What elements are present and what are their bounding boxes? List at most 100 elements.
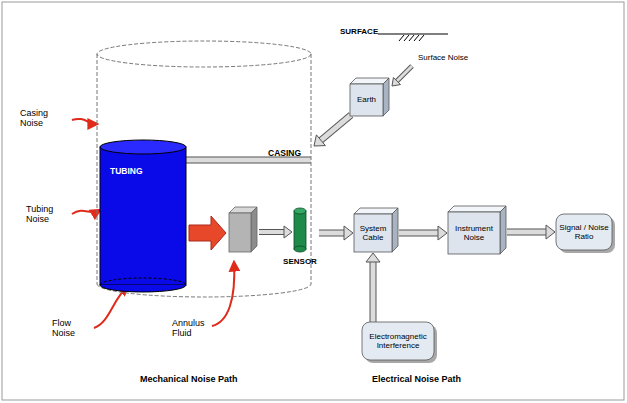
hatch-stroke bbox=[404, 35, 409, 41]
flow-noise-label-slot: Flow Noise bbox=[52, 318, 92, 339]
sensor-top bbox=[294, 208, 306, 214]
signal-arrow bbox=[314, 115, 351, 146]
surface-label: SURFACE bbox=[340, 27, 378, 36]
process-label: Signal / Noise Ratio bbox=[559, 223, 609, 241]
hatch-stroke bbox=[399, 35, 404, 41]
casing-wall bbox=[97, 54, 98, 284]
part-name: TUBING bbox=[110, 167, 143, 177]
casing-wall bbox=[311, 54, 312, 284]
illustration-arrows bbox=[259, 66, 412, 238]
surface-noise-label: Surface Noise bbox=[418, 53, 468, 62]
fluid-box bbox=[229, 213, 251, 252]
casing-bottom bbox=[97, 284, 311, 297]
connector-outline bbox=[399, 230, 439, 237]
arrow-head bbox=[392, 78, 400, 86]
flow-block-arrow bbox=[189, 216, 226, 250]
box-side-face bbox=[392, 208, 398, 252]
process-label: Earth bbox=[357, 95, 376, 104]
connector-bar bbox=[186, 160, 311, 161]
process-label: System Cable bbox=[357, 224, 389, 242]
part-name: SENSOR bbox=[283, 257, 317, 266]
earth-box: Earth bbox=[350, 84, 383, 116]
flow-noise-leader bbox=[94, 286, 128, 328]
connector-body bbox=[399, 231, 439, 236]
box-top-face bbox=[354, 208, 398, 214]
connector-body bbox=[396, 66, 412, 82]
tubing-noise-label-slot: Tubing Noise bbox=[26, 204, 70, 225]
ground-hatching bbox=[399, 35, 424, 41]
tubing-noise-label: Tubing Noise bbox=[26, 204, 70, 225]
casing-top bbox=[97, 41, 311, 67]
signal-arrow bbox=[507, 225, 555, 239]
arrow-head bbox=[314, 135, 325, 146]
sensor-bottom bbox=[294, 246, 306, 252]
surface-line bbox=[378, 33, 448, 34]
sensor-body bbox=[294, 211, 306, 249]
arrow-head bbox=[284, 226, 292, 238]
annulus-fluid-label-slot: Annulus Fluid bbox=[172, 318, 214, 339]
arrow-head bbox=[366, 253, 380, 262]
annulus-fluid-leader bbox=[212, 262, 234, 326]
connector-outline bbox=[320, 115, 351, 141]
connector-outline bbox=[507, 229, 547, 236]
hatch-stroke bbox=[419, 35, 424, 41]
signal-arrow bbox=[366, 253, 380, 322]
interference-box: Electromagnetic Interference bbox=[362, 322, 434, 360]
casing-noise-label-slot: Casing Noise bbox=[20, 108, 64, 129]
tubing-cylinder: TUBING bbox=[100, 140, 186, 292]
ratio-box: Signal / Noise Ratio bbox=[556, 214, 612, 250]
hatch-stroke bbox=[409, 35, 414, 41]
system-cable-box: System Cable bbox=[354, 214, 392, 252]
tubing-noise-leader bbox=[72, 210, 100, 214]
surface-noise-arrow bbox=[392, 66, 412, 86]
arrow-head bbox=[438, 226, 447, 240]
box-front-face bbox=[354, 214, 392, 252]
box-front-face bbox=[350, 84, 383, 116]
box-top-face bbox=[350, 78, 389, 84]
signal-arrow bbox=[319, 226, 353, 240]
path-heading: Electrical Noise Path bbox=[372, 374, 461, 384]
casing-noise-leader bbox=[72, 119, 97, 124]
flow-noise-label: Flow Noise bbox=[52, 318, 92, 339]
connector-body bbox=[319, 231, 345, 236]
sensor: SENSOR bbox=[282, 206, 318, 266]
connector-outline bbox=[396, 66, 412, 82]
surface-label-slot: SURFACE bbox=[340, 27, 378, 36]
connector-body bbox=[507, 230, 547, 235]
connector-body bbox=[259, 230, 285, 234]
connector-body bbox=[186, 158, 311, 163]
box-side-face bbox=[500, 206, 506, 254]
connector-body bbox=[320, 115, 351, 141]
box-side-face bbox=[383, 78, 389, 116]
connector-body bbox=[371, 261, 376, 322]
tubing-cylinder-shape bbox=[100, 140, 186, 292]
connector-outline bbox=[370, 261, 377, 322]
fluid-box-side bbox=[251, 207, 257, 252]
tubing-bottom-rim bbox=[100, 278, 186, 285]
rounded-box bbox=[556, 214, 612, 250]
process-label: Instrument Noise bbox=[451, 224, 497, 242]
path-heading: Mechanical Noise Path bbox=[140, 374, 238, 384]
arrow-head bbox=[344, 226, 353, 240]
surface-noise-label-slot: Surface Noise bbox=[418, 53, 468, 62]
box-top-face bbox=[448, 206, 506, 212]
box-front-face bbox=[448, 212, 500, 254]
casing-cylinder: CASINGTUBINGSENSOR bbox=[96, 40, 312, 298]
annulus-fluid-label: Annulus Fluid bbox=[172, 318, 214, 339]
frame bbox=[2, 2, 624, 400]
path-heading-slot: Mechanical Noise Path bbox=[140, 374, 238, 384]
connector-outline bbox=[319, 230, 345, 237]
path-heading-slot: Electrical Noise Path bbox=[372, 374, 461, 384]
tubing-bottom bbox=[100, 285, 186, 292]
tubing-top bbox=[100, 140, 186, 154]
hatch-stroke bbox=[414, 35, 419, 41]
fluid-to-sensor-arrow bbox=[259, 226, 292, 238]
part-name: CASING bbox=[268, 149, 301, 159]
instrument-noise-box: Instrument Noise bbox=[448, 212, 500, 254]
process-label: Electromagnetic Interference bbox=[365, 332, 431, 350]
tubing-body bbox=[100, 147, 186, 285]
